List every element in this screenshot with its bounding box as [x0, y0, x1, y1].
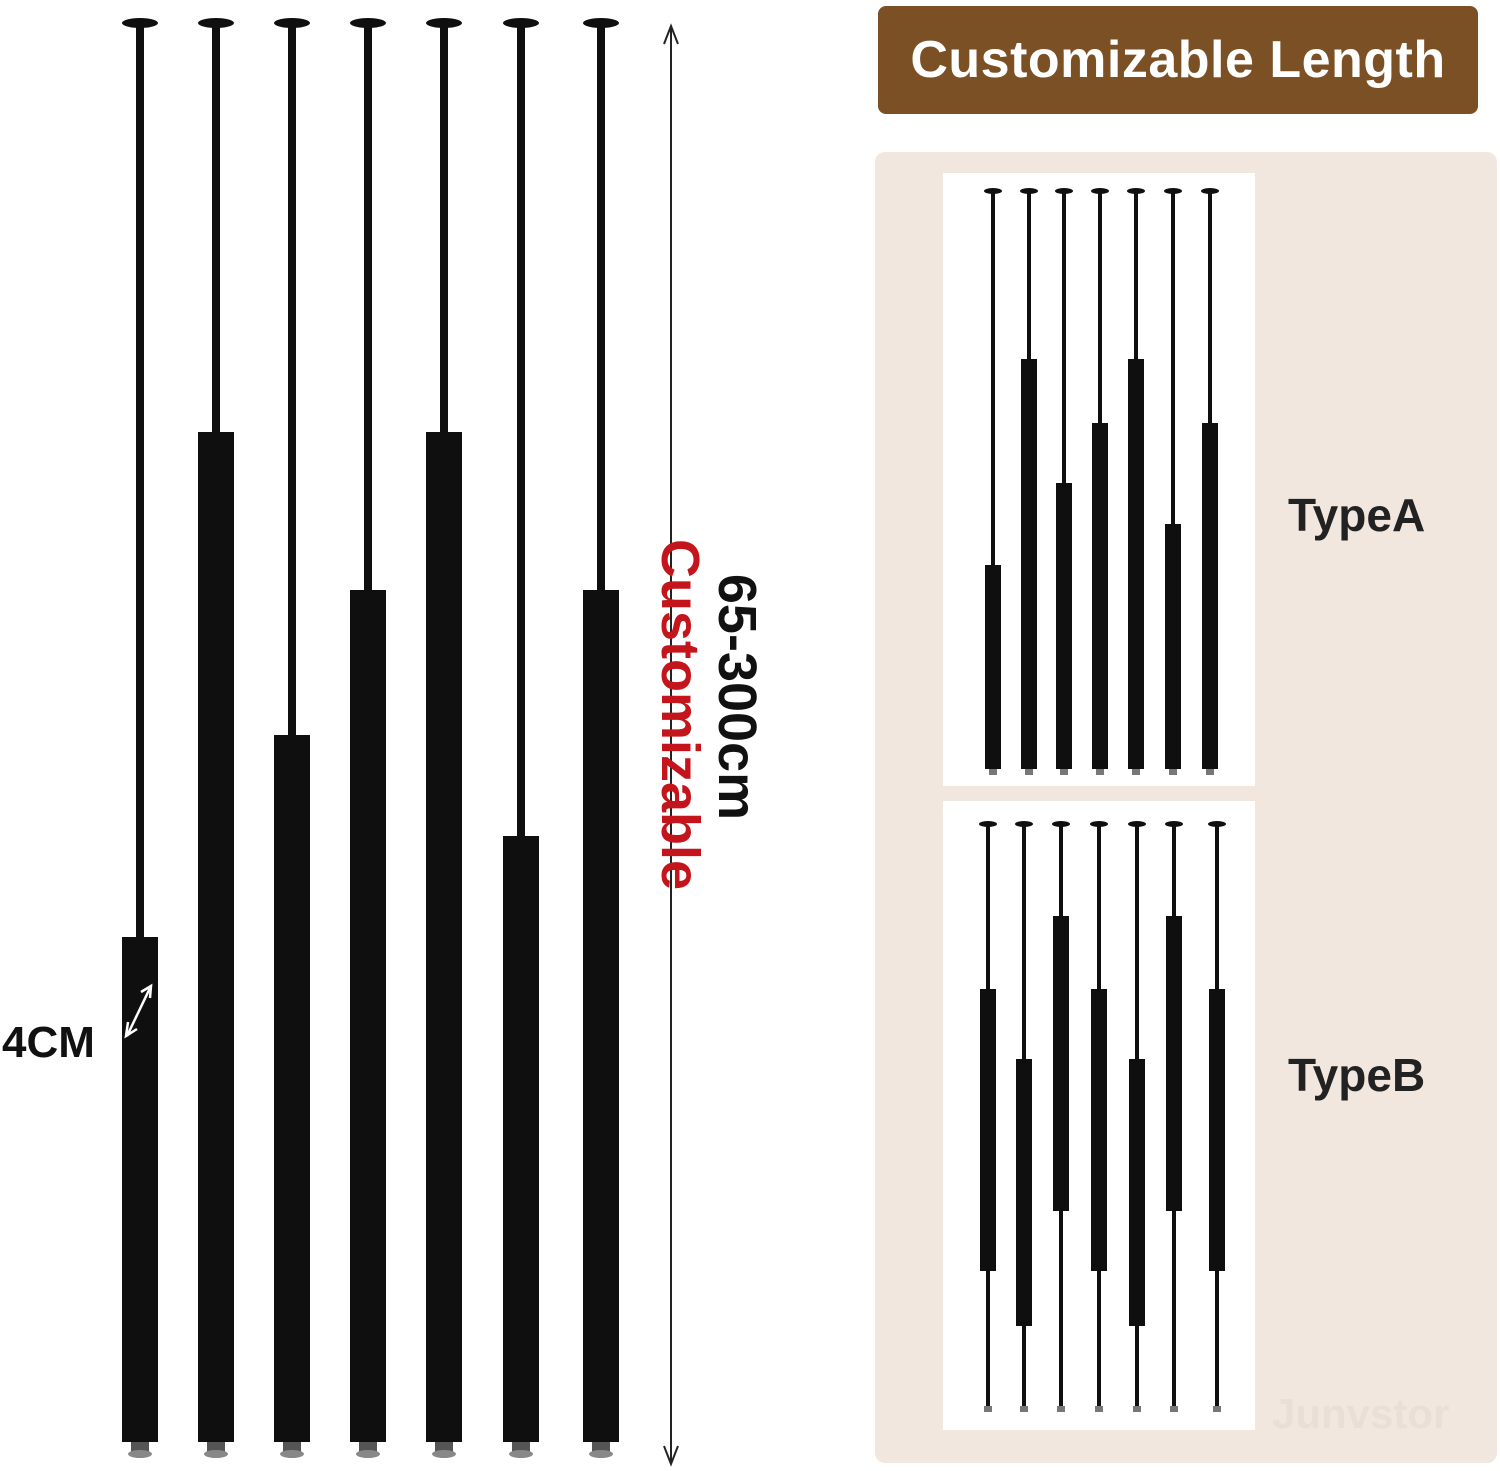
table-leg [426, 18, 462, 1458]
type-a-leg [1020, 188, 1038, 775]
type-b-leg [979, 821, 997, 1412]
table-leg [583, 18, 619, 1458]
table-leg [503, 18, 539, 1458]
watermark-text: Junvstor [1272, 1390, 1450, 1437]
table-leg [350, 18, 386, 1458]
type-a-leg [1055, 188, 1073, 775]
type-b-leg [1090, 821, 1108, 1412]
type-a-leg [1201, 188, 1219, 775]
table-leg [198, 18, 234, 1458]
type-a-image-box [943, 173, 1255, 786]
width-label: 4CM [2, 1018, 95, 1067]
type-b-leg [1208, 821, 1226, 1412]
width-arrow-icon [124, 983, 153, 1039]
customizable-label: Customizable [650, 539, 710, 891]
type-b-leg [1128, 821, 1146, 1412]
type-a-leg [1164, 188, 1182, 775]
type-a-leg [984, 188, 1002, 775]
type-b-label: TypeB [1288, 1049, 1426, 1101]
table-leg [122, 18, 158, 1458]
type-b-leg [1015, 821, 1033, 1412]
length-range-label: 65-300cm [707, 573, 767, 821]
type-a-leg [1127, 188, 1145, 775]
height-dimension-arrow [663, 23, 679, 1467]
title-text: Customizable Length [910, 31, 1446, 89]
title-banner: Customizable Length [878, 6, 1478, 114]
type-a-leg [1091, 188, 1109, 775]
type-a-legs [984, 188, 1219, 775]
main-leg-group [122, 18, 619, 1458]
type-a-label: TypeA [1288, 489, 1426, 541]
table-leg [274, 18, 310, 1458]
type-b-image-box [943, 801, 1255, 1430]
type-b-legs [979, 821, 1226, 1412]
type-b-leg [1052, 821, 1070, 1412]
type-b-leg [1165, 821, 1183, 1412]
